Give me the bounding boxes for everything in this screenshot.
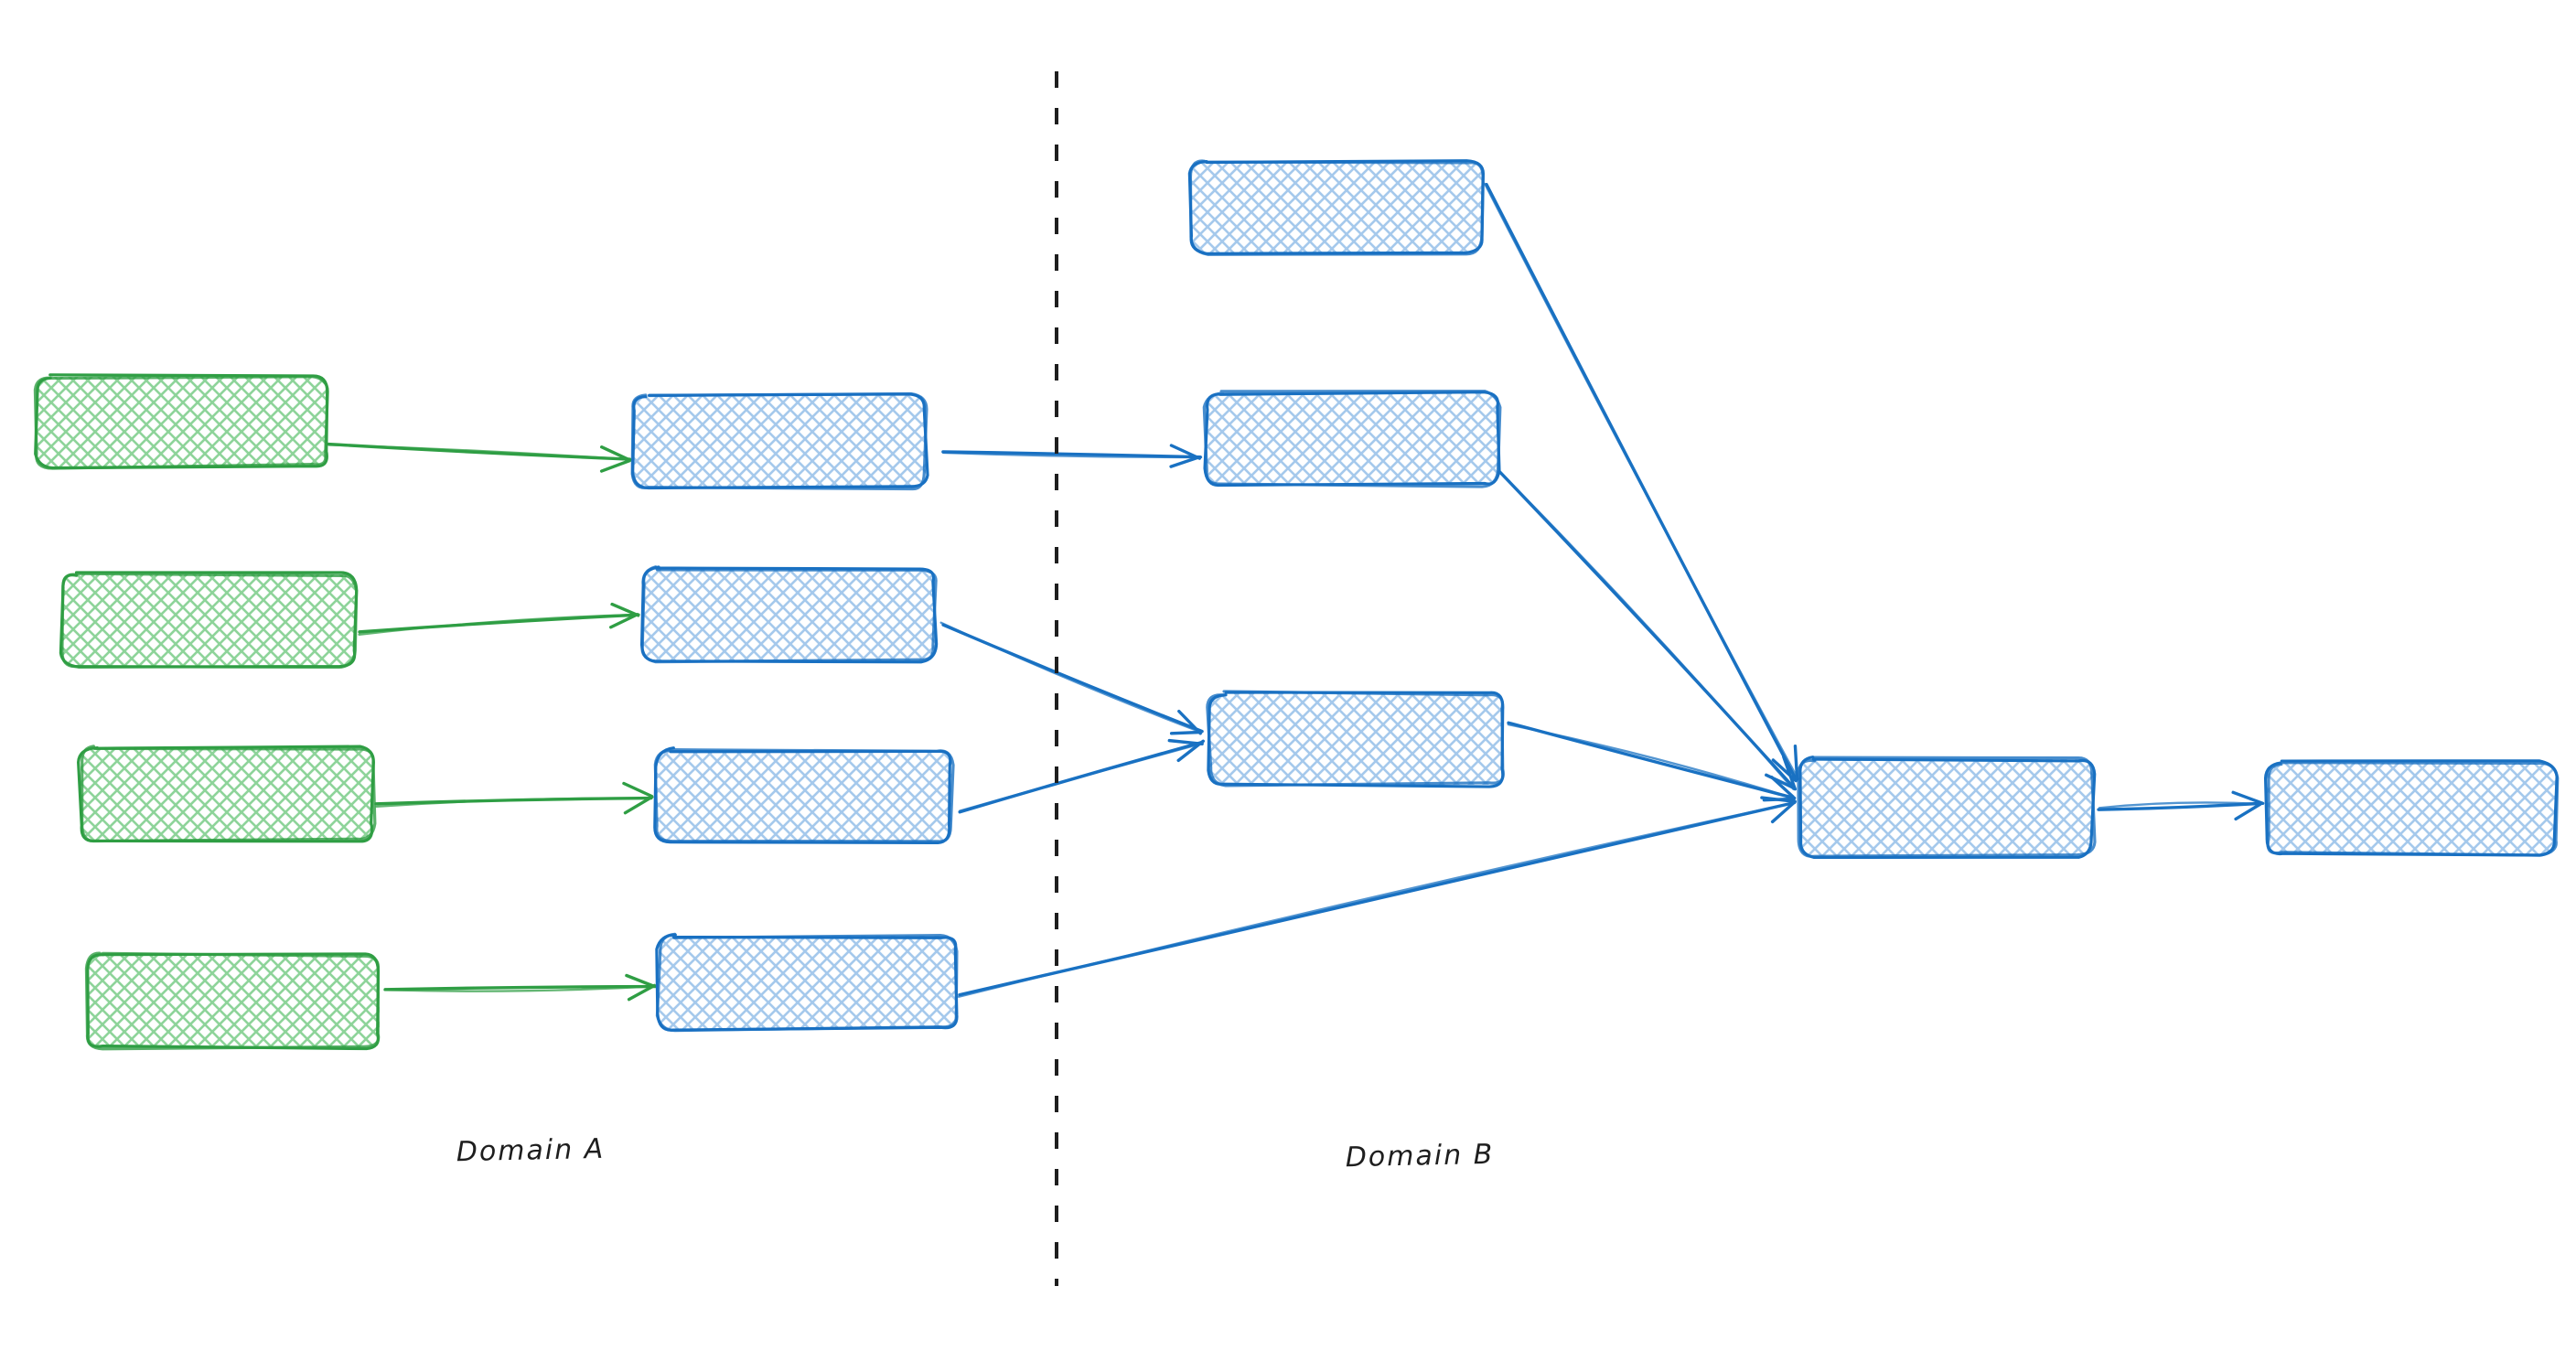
edge-a4-to-m4[interactable] [383,973,658,1002]
node-a3[interactable] [77,745,377,843]
node-m3[interactable] [653,746,955,845]
node-a2[interactable] [59,571,359,670]
edge-m2-to-b3[interactable] [939,621,1204,735]
node-b2[interactable] [1202,390,1502,488]
edge-b1-to-b4[interactable] [1483,182,1799,783]
edge-a3-to-m3[interactable] [374,781,654,815]
edge-a2-to-m2[interactable] [358,602,640,636]
edge-m4-to-b4[interactable] [957,796,1797,998]
domain-a-label: Domain A [456,1132,606,1169]
node-a1[interactable] [33,373,329,470]
node-m4[interactable] [655,932,959,1033]
edge-layer [327,182,2265,1002]
edge-a1-to-m1[interactable] [327,442,632,473]
node-b1[interactable] [1187,159,1485,256]
node-m1[interactable] [630,391,929,491]
node-m2[interactable] [639,565,939,664]
node-b5[interactable] [2263,759,2560,857]
edge-m1-to-b2[interactable] [941,444,1203,468]
edge-m3-to-b3[interactable] [958,738,1206,814]
node-b3[interactable] [1206,690,1505,788]
node-a4[interactable] [84,951,381,1051]
domain-b-label: Domain B [1345,1138,1495,1174]
node-b4[interactable] [1797,756,2097,860]
edge-b3-to-b4[interactable] [1507,721,1797,802]
edge-b4-to-b5[interactable] [2097,790,2265,821]
node-layer [33,159,2560,1051]
edge-b2-to-b4[interactable] [1491,463,1798,791]
